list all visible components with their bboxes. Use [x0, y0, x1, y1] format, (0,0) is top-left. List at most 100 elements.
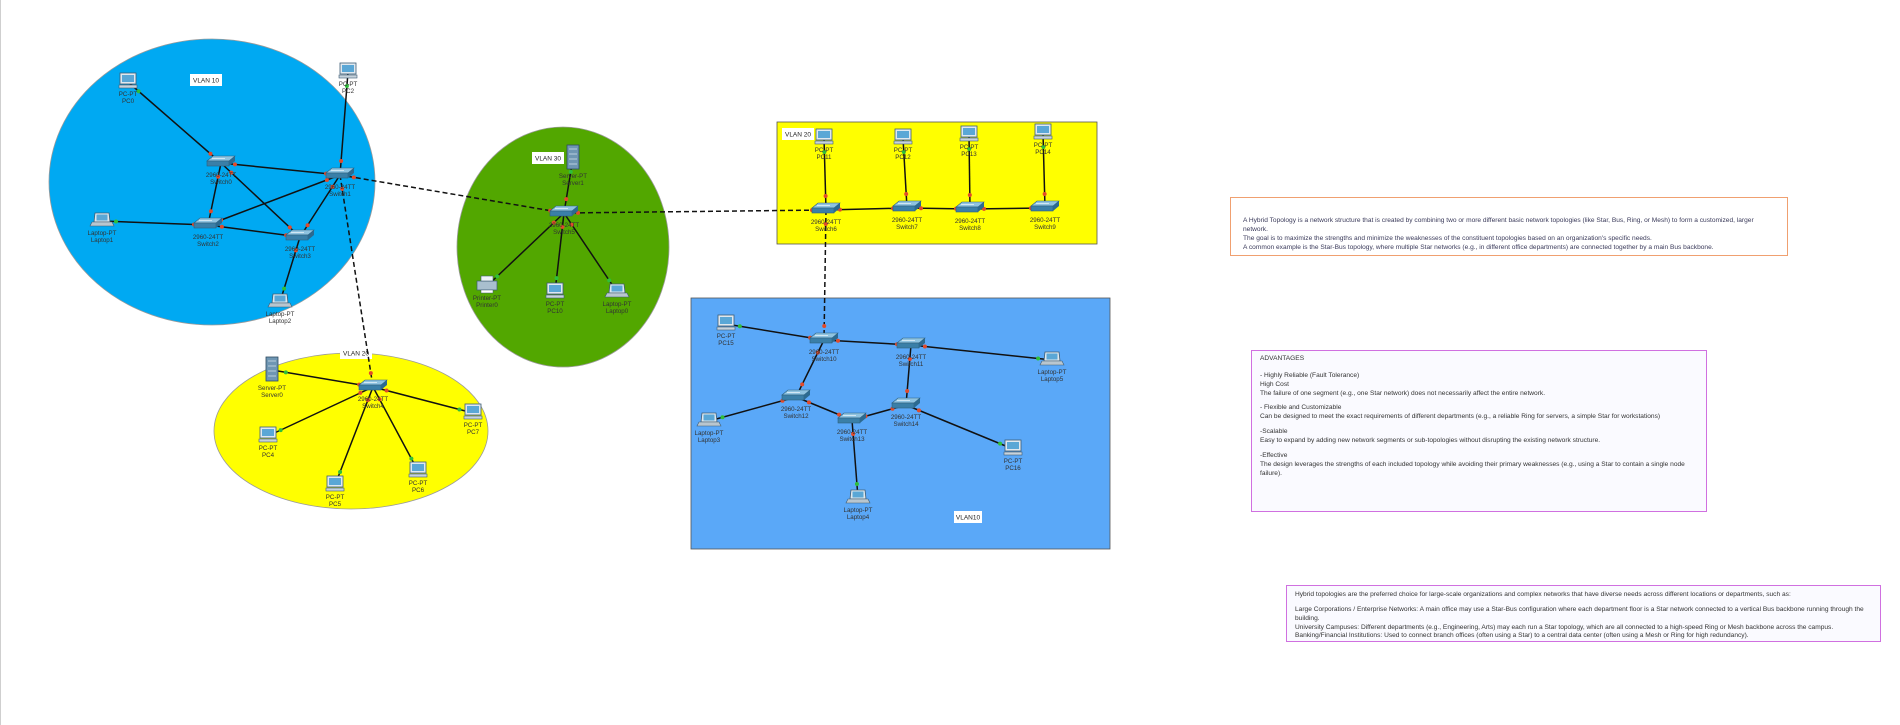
link-switch11-laptop5[interactable] [910, 344, 1053, 361]
switch-icon [285, 229, 315, 241]
device-name-label: PC2 [342, 88, 355, 95]
device-name-label: PC11 [816, 154, 832, 161]
link-switch6-switch10[interactable] [822, 209, 828, 341]
zone-label: VLAN 10 [193, 78, 219, 85]
link-line [220, 162, 301, 238]
port-indicator [1041, 144, 1046, 149]
device-name-label: Switch2 [197, 241, 219, 248]
link-pc10-switch5[interactable] [554, 212, 565, 293]
device-name-label: Switch11 [899, 361, 924, 368]
port-indicator [409, 456, 414, 461]
link-pc12-switch7[interactable] [901, 137, 909, 209]
link-pc5-switch4[interactable] [334, 386, 374, 486]
link-line [339, 174, 565, 214]
link-switch1-switch3[interactable] [299, 174, 341, 238]
usage-note[interactable]: Hybrid topologies are the preferred choi… [1286, 585, 1881, 642]
link-pc4-switch4[interactable] [267, 386, 374, 437]
link-pc13-switch8[interactable] [967, 134, 972, 210]
laptop-icon [845, 489, 871, 504]
device-name-label: Laptop4 [847, 514, 870, 521]
zone-vlan30[interactable]: VLAN 30 [456, 126, 670, 368]
link-switch0-switch2[interactable] [207, 162, 222, 226]
link-pc7-switch4[interactable] [372, 386, 474, 414]
link-switch13-laptop4[interactable] [851, 419, 859, 499]
link-pc6-switch4[interactable] [372, 386, 419, 472]
pc-icon [408, 461, 428, 478]
link-switch10-switch12[interactable] [795, 339, 825, 398]
advantages-note[interactable]: ADVANTAGES - Highly Reliable (Fault Tole… [1251, 350, 1707, 512]
usage-line: Large Corporations / Enterprise Networks… [1295, 605, 1864, 622]
port-indicator [282, 286, 287, 291]
device-model-label: PC-PT [464, 422, 483, 429]
link-switch1-switch4[interactable] [339, 174, 374, 388]
definition-line: The goal is to maximize the strengths an… [1243, 234, 1652, 242]
link-printer0-switch5[interactable] [486, 212, 565, 287]
link-switch14-pc16[interactable] [905, 404, 1014, 450]
laptop-icon [89, 212, 115, 227]
port-indicator [554, 276, 559, 281]
link-line [207, 174, 341, 226]
device-model-label: PC-PT [1004, 458, 1023, 465]
port-indicator [907, 356, 912, 361]
link-pc14-switch9[interactable] [1041, 132, 1047, 209]
laptop-icon [1039, 351, 1065, 366]
link-pc11-switch6[interactable] [822, 137, 828, 211]
device-model-label: 2960-24TT [811, 219, 841, 226]
link-pc0-switch0[interactable] [127, 81, 222, 164]
link-line [563, 209, 827, 214]
device-name-label: Switch1 [329, 191, 351, 198]
link-switch0-switch3[interactable] [220, 162, 301, 238]
zone-label-box [340, 347, 372, 359]
device-model-label: 2960-24TT [837, 429, 867, 436]
zone-vlan10-left[interactable]: VLAN 10 [48, 38, 376, 326]
hybrid-topology-definition-note[interactable]: A Hybrid Topology is a network structure… [1230, 197, 1788, 256]
device-name-label: Switch10 [811, 356, 837, 363]
zone-vlan20-left[interactable]: VLAN 20 [213, 347, 489, 510]
link-pc2-switch1[interactable] [339, 71, 349, 176]
link-laptop0-switch5[interactable] [563, 212, 618, 293]
port-indicator [806, 400, 811, 405]
link-laptop2-switch3[interactable] [279, 236, 301, 303]
device-model-label: 2960-24TT [285, 246, 315, 253]
device-model-label: PC-PT [409, 480, 428, 487]
link-switch11-switch14[interactable] [905, 344, 912, 406]
